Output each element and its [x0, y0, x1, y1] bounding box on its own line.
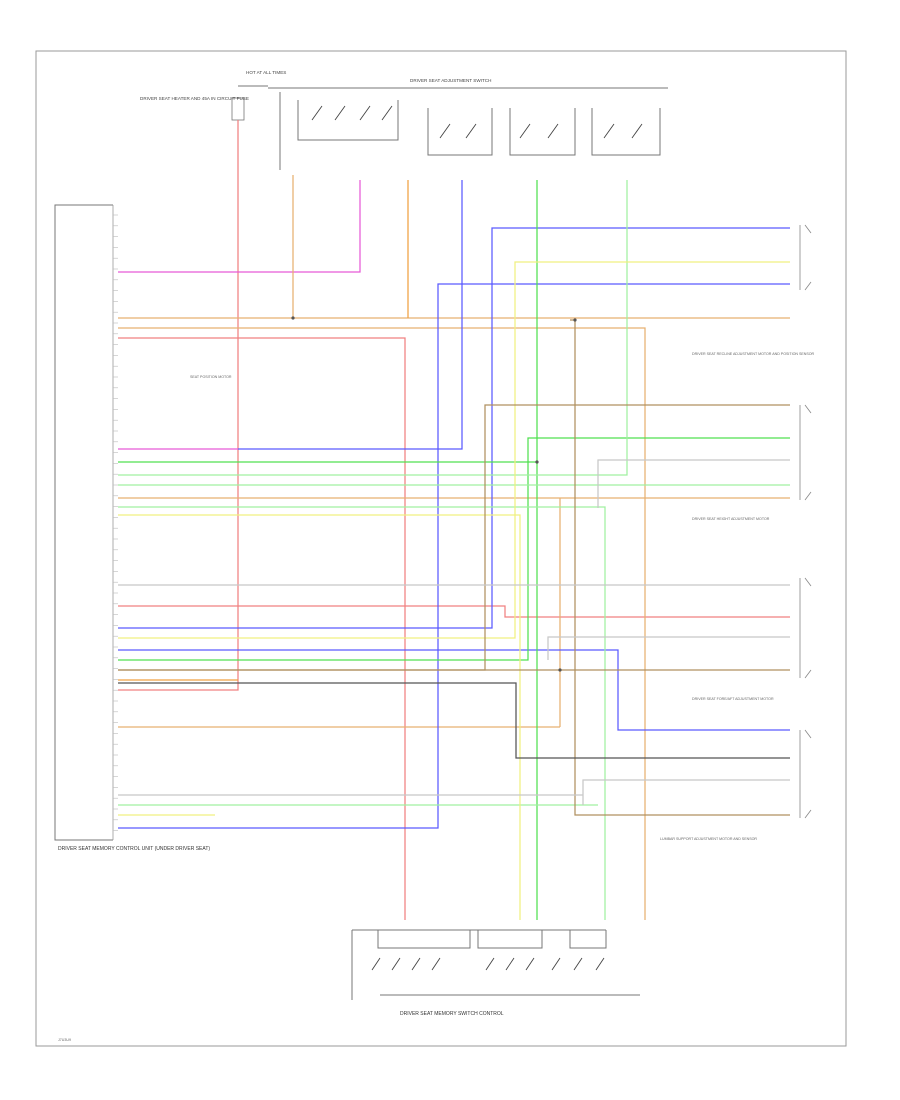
sensor-label-2: DRIVER SEAT HEIGHT ADJUSTMENT MOTOR	[692, 517, 770, 521]
fuse	[231, 85, 268, 121]
fuse-note-label: DRIVER SEAT HEATER AND 45A IN CIRCUIT FU…	[140, 96, 249, 101]
note-left: SEAT POSITION MOTOR	[190, 375, 232, 379]
motor-connector-1	[799, 224, 812, 291]
bottom-switch-block-3	[569, 930, 607, 949]
fuse-icon	[231, 97, 245, 121]
splice-dot	[535, 460, 539, 464]
bottom-switch-block-2	[477, 930, 543, 949]
wire-black	[118, 682, 790, 759]
motor-connector-3	[799, 577, 812, 679]
wire-blue-3	[118, 649, 790, 731]
bottom-switch-assembly	[351, 929, 640, 1000]
switch-contacts-3	[519, 123, 559, 139]
splice-dots	[291, 316, 577, 672]
sensor-label-1: DRIVER SEAT RECLINE ADJUSTMENT MOTOR AND…	[692, 352, 815, 356]
wire-red-motor	[118, 605, 790, 618]
splice-dot	[573, 318, 577, 322]
diagram-frame	[35, 50, 847, 1047]
switch-block-1	[297, 100, 399, 141]
switch-contacts-1	[311, 105, 393, 121]
control-unit-box	[54, 204, 113, 841]
wire-blue-1	[118, 227, 790, 629]
wire-group	[118, 120, 790, 920]
wire-tan-3	[118, 497, 790, 727]
wire-gray-2	[597, 459, 790, 508]
right-motor-connectors	[799, 224, 812, 819]
wire-yellow-2	[118, 514, 521, 920]
motor-connector-2	[799, 404, 812, 501]
wire-ltgreen-1	[118, 180, 628, 476]
wire-green-2	[118, 437, 790, 661]
switch-block-3	[509, 108, 576, 156]
splice-dot	[291, 316, 295, 320]
wire-ltgreen-3	[118, 506, 606, 920]
sensor-label-3: DRIVER SEAT FORE/AFT ADJUSTMENT MOTOR	[692, 697, 774, 701]
wire-gray-3	[547, 636, 790, 660]
switch-contacts-2	[439, 123, 477, 139]
wire-yellow-1	[118, 261, 790, 639]
bottom-switch-caption: DRIVER SEAT MEMORY SWITCH CONTROL	[400, 1011, 504, 1017]
wire-pink-top	[118, 180, 361, 273]
switch-block-2	[427, 108, 493, 156]
wire-red-power	[118, 120, 239, 691]
wire-blue-top	[238, 180, 463, 450]
switch-block-4	[591, 108, 661, 156]
wire-brown-3	[570, 319, 790, 816]
wire-brown-1	[118, 404, 790, 671]
wire-gray-4	[582, 779, 790, 805]
sensor-label-4: LUMBAR SUPPORT ADJUSTMENT MOTOR AND SENS…	[660, 837, 757, 841]
motor-connector-4	[799, 729, 812, 819]
top-switch-assembly	[268, 87, 668, 170]
wire-tan-2	[118, 327, 646, 920]
wire-red-bottom	[118, 337, 406, 920]
pin-ticks	[113, 214, 118, 831]
page-code: J7U3U9	[58, 1038, 71, 1042]
module-caption: DRIVER SEAT MEMORY CONTROL UNIT (UNDER D…	[58, 846, 210, 852]
bottom-switch-contacts	[371, 957, 605, 971]
splice-dot	[558, 668, 562, 672]
bottom-switch-block-1	[377, 930, 471, 949]
top-switch-caption: DRIVER SEAT ADJUSTMENT SWITCH	[410, 78, 491, 83]
fuse-box-label: HOT AT ALL TIMES	[246, 70, 286, 75]
wire-blue-2	[118, 283, 790, 829]
switch-contacts-4	[603, 123, 643, 139]
